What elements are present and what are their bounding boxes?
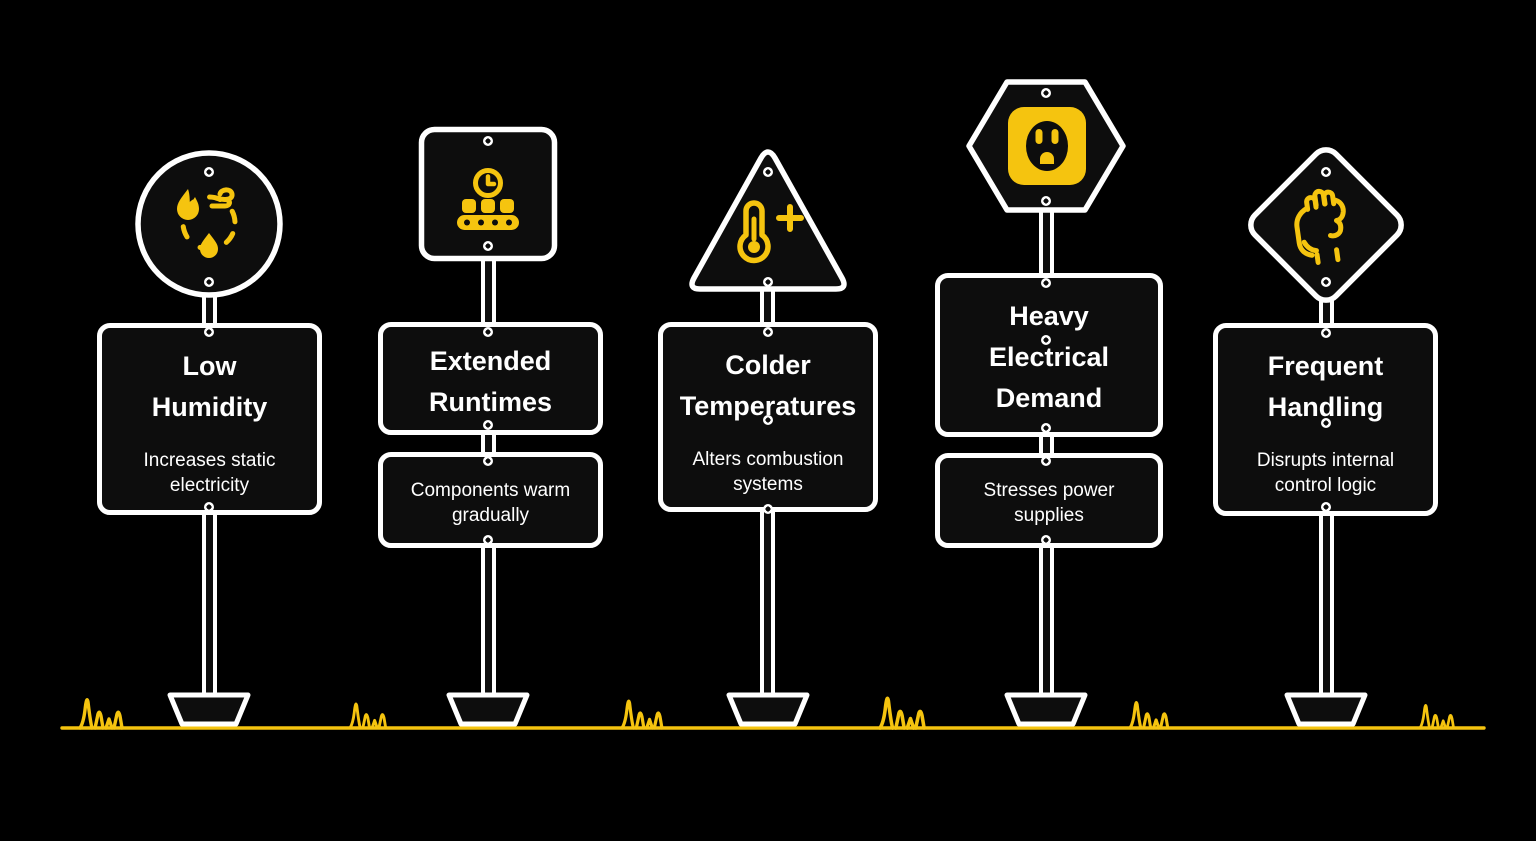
sign-board-title: Extended Runtimes bbox=[378, 322, 603, 435]
bolt bbox=[204, 277, 214, 287]
circle-sign-shape bbox=[135, 150, 283, 298]
bolt bbox=[483, 136, 493, 146]
bolt bbox=[204, 167, 214, 177]
bolt bbox=[1321, 328, 1331, 338]
bolt bbox=[1041, 456, 1051, 466]
bolt bbox=[1321, 502, 1331, 512]
bolt bbox=[1321, 418, 1331, 428]
triangle-sign-shape bbox=[689, 149, 847, 292]
hexagon-sign-shape bbox=[966, 79, 1126, 213]
power-outlet-icon bbox=[1008, 107, 1086, 185]
sign-subtitle: Increases static electricity bbox=[143, 450, 276, 496]
bolt bbox=[483, 456, 493, 466]
bolt bbox=[763, 277, 773, 287]
square-sign-shape bbox=[418, 126, 558, 262]
bolt bbox=[1041, 88, 1051, 98]
post-base bbox=[446, 692, 530, 727]
bolt bbox=[204, 502, 214, 512]
post-base bbox=[1284, 692, 1368, 727]
bolt bbox=[204, 327, 214, 337]
sign-subtitle: Alters combustion systems bbox=[692, 449, 844, 495]
bolt bbox=[1321, 277, 1331, 287]
sign-subtitle: Stresses power supplies bbox=[983, 480, 1115, 526]
bolt bbox=[1041, 196, 1051, 206]
post-base bbox=[167, 692, 251, 727]
sign-title: Extended Runtimes bbox=[428, 346, 553, 417]
sign-board: Low Humidity Increases static electricit… bbox=[97, 323, 322, 515]
diamond-sign-shape bbox=[1248, 147, 1404, 303]
thermometer-plus-icon bbox=[737, 200, 804, 264]
sign-board-title: Heavy Electrical Demand bbox=[935, 273, 1163, 437]
sign-title: Heavy Electrical Demand bbox=[988, 301, 1110, 413]
bolt bbox=[763, 327, 773, 337]
sign-subtitle: Disrupts internal control logic bbox=[1256, 450, 1395, 496]
post-base bbox=[726, 692, 810, 727]
bolt bbox=[763, 167, 773, 177]
bolt bbox=[1321, 167, 1331, 177]
sign-board-subtitle: Components warm gradually bbox=[378, 452, 603, 548]
sign-title: Low Humidity bbox=[151, 351, 268, 422]
sign-subtitle: Components warm gradually bbox=[410, 480, 571, 526]
bolt bbox=[1041, 423, 1051, 433]
humidity-cycle-icon bbox=[177, 187, 238, 258]
bolt bbox=[1041, 535, 1051, 545]
bolt bbox=[483, 535, 493, 545]
bolt bbox=[1041, 278, 1051, 288]
bolt bbox=[763, 415, 773, 425]
sign-board-subtitle: Stresses power supplies bbox=[935, 453, 1163, 548]
post-base bbox=[1004, 692, 1088, 727]
raised-fist-icon bbox=[1294, 188, 1346, 265]
bolt bbox=[763, 504, 773, 514]
conveyor-clock-icon bbox=[457, 168, 519, 230]
bolt bbox=[483, 327, 493, 337]
ground-line bbox=[60, 696, 1486, 730]
bolt bbox=[483, 241, 493, 251]
bolt bbox=[483, 420, 493, 430]
bolt bbox=[1041, 335, 1051, 345]
sign-title: Frequent Handling bbox=[1267, 351, 1384, 422]
